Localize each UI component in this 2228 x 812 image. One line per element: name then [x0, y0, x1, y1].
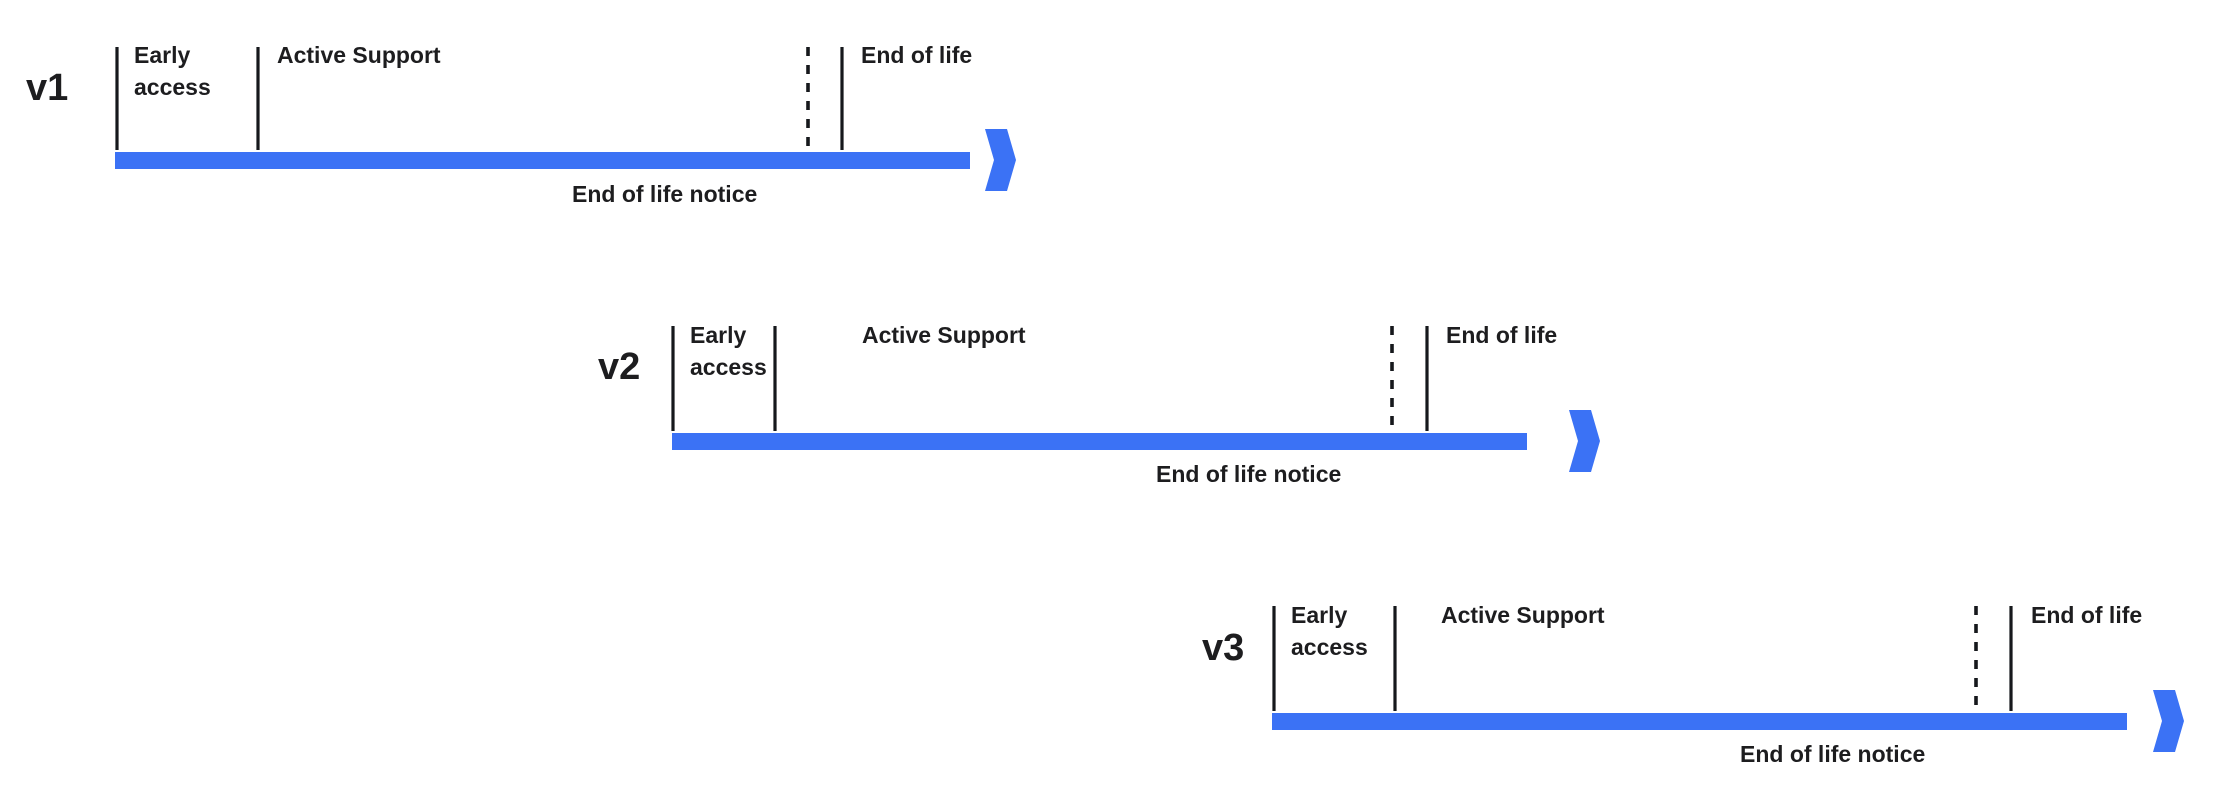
timeline-arrow-head-v2	[1569, 410, 1600, 472]
timeline-row-v1: v1 Early access Active Support End of lifeEn…	[26, 42, 1016, 207]
phase-label-end-of-life-v3: End of life	[2031, 602, 2142, 628]
timeline-row-v2: v2 Early access Active Support End of lifeEn…	[598, 322, 1600, 487]
phase-label-early-access-v2: Early	[690, 322, 746, 348]
phase-label-early-access-v1: access	[134, 74, 211, 100]
phase-label-end-of-life-v1: End of life	[861, 42, 972, 68]
phase-label-early-access-v3: Early	[1291, 602, 1347, 628]
phase-label-active-support-v2: Active Support	[862, 322, 1026, 348]
timeline-arrow-head-v3	[2153, 690, 2184, 752]
phase-label-end-of-life-v2: End of life	[1446, 322, 1557, 348]
phase-label-active-support-v3: Active Support	[1441, 602, 1605, 628]
timeline-bar-v1	[115, 152, 970, 169]
version-label-v1: v1	[26, 67, 68, 109]
timeline-row-v3: v3 Early access Active Support End of lifeEn…	[1202, 602, 2184, 767]
phase-label-early-access-v2: access	[690, 354, 767, 380]
phase-label-early-access-v1: Early	[134, 42, 190, 68]
phase-label-active-support-v1: Active Support	[277, 42, 441, 68]
timeline-bar-v2	[672, 433, 1527, 450]
timeline-arrow-head-v1	[985, 129, 1016, 191]
timeline-bar-v3	[1272, 713, 2127, 730]
end-of-life-notice-label-v1: End of life notice	[572, 181, 757, 207]
end-of-life-notice-label-v3: End of life notice	[1740, 741, 1925, 767]
version-label-v2: v2	[598, 346, 640, 388]
end-of-life-notice-label-v2: End of life notice	[1156, 461, 1341, 487]
phase-label-early-access-v3: access	[1291, 634, 1368, 660]
version-label-v3: v3	[1202, 627, 1244, 669]
